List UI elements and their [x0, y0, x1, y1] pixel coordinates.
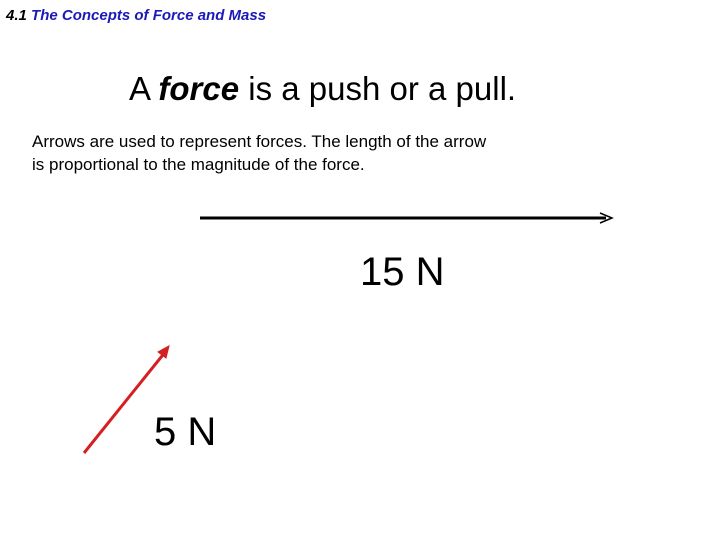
explanation-text: Arrows are used to represent forces. The…	[32, 132, 487, 174]
slide-header: 4.1 The Concepts of Force and Mass	[6, 7, 266, 24]
arrow-15n-label: 15 N	[360, 250, 445, 294]
section-number: 4.1	[6, 7, 27, 24]
arrow-15n-head	[599, 212, 614, 224]
force-arrow-5n	[82, 345, 170, 454]
headline-prefix: A	[129, 70, 150, 107]
section-title: The Concepts of Force and Mass	[31, 7, 267, 24]
arrow-5n-label: 5 N	[154, 410, 217, 454]
headline-emphasis: force	[158, 70, 240, 107]
headline-suffix: is a push or a pull.	[248, 70, 517, 107]
arrow-5n-head	[157, 345, 170, 359]
force-arrow-15n	[200, 212, 614, 224]
headline: A force is a push or a pull.	[129, 70, 516, 108]
arrow-5n-shaft	[82, 350, 168, 454]
